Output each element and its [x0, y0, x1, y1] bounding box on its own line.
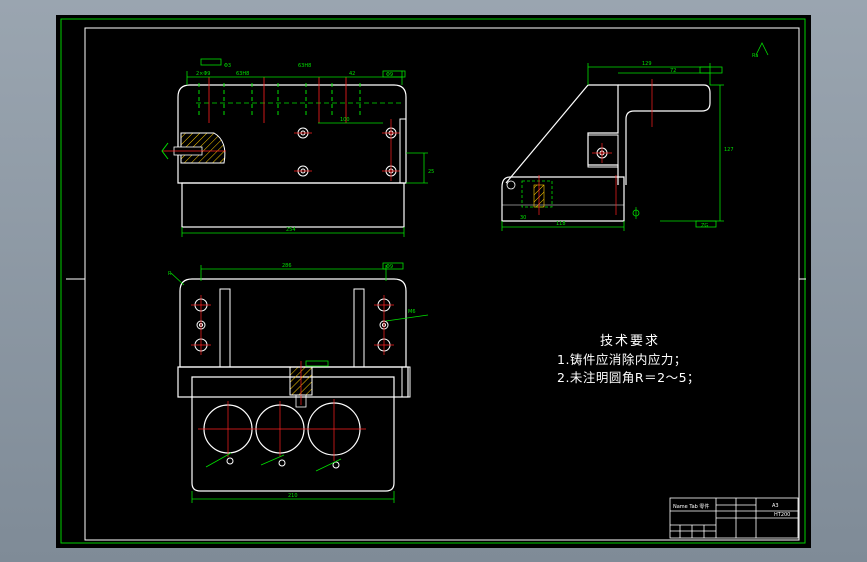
surface-roughness-label: Ra — [752, 53, 758, 59]
front-dim-lines — [181, 58, 428, 237]
front-holes — [294, 119, 400, 181]
notes-line-1: 1.铸件应消除内应力； — [557, 352, 687, 367]
front-dim-label-1: 2×Φ9 — [196, 71, 211, 77]
front-dim-label-7: 100 — [340, 117, 350, 123]
side-rib — [505, 84, 619, 185]
outer-border — [60, 18, 806, 544]
side-dim-label-6: ZG — [701, 223, 708, 229]
notes-title: 技术要求 — [600, 334, 661, 349]
front-view: 2×Φ9 Φ3 63H8 63H8 42 Φ9 100 25 254 — [161, 58, 434, 237]
drawing-frame — [84, 27, 800, 541]
front-body — [177, 84, 407, 184]
drawing-canvas[interactable]: 2×Φ9 Φ3 63H8 63H8 42 Φ9 100 25 254 — [56, 15, 811, 548]
drawing-sheet: 2×Φ9 Φ3 63H8 63H8 42 Φ9 100 25 254 — [60, 18, 806, 544]
title-block-material: HT200 — [774, 512, 790, 518]
front-dim-label-2: Φ3 — [224, 63, 231, 69]
top-body — [179, 278, 407, 368]
front-slots — [198, 77, 361, 123]
front-dim-label-9: 254 — [286, 227, 296, 233]
side-dim-lines — [501, 42, 769, 231]
top-view: 286 Φ9 R 210 M6 — [168, 262, 429, 503]
top-bores — [198, 399, 366, 469]
side-dim-label-4: 118 — [556, 221, 566, 227]
title-block — [669, 497, 799, 539]
side-dim-label-5: 30 — [520, 215, 526, 221]
top-dim-lines — [170, 262, 429, 503]
top-dim-label-5: M6 — [408, 309, 416, 315]
title-block-name: Name Tab 零件 — [673, 503, 709, 510]
side-arm — [618, 84, 711, 185]
side-dim-label-1: 129 — [642, 61, 652, 67]
front-base — [181, 182, 405, 228]
top-holes — [191, 295, 394, 355]
side-view: 129 72 127 118 30 ZG Ra — [501, 42, 769, 231]
side-dim-label-3: 127 — [724, 147, 734, 153]
technical-notes: 技术要求 1.铸件应消除内应力； 2.未注明圆角R＝2～5； — [557, 333, 757, 387]
side-dim-label-2: 72 — [670, 68, 676, 74]
front-dim-label-8: 25 — [428, 169, 434, 175]
front-dim-label-3: 63H8 — [236, 71, 249, 77]
top-dim-label-3: R — [168, 271, 172, 277]
title-block-scale: A3 — [772, 503, 779, 509]
front-dim-label-6: Φ9 — [386, 72, 393, 78]
front-section-hatch — [180, 132, 226, 164]
front-dim-label-5: 42 — [349, 71, 355, 77]
top-cradle — [191, 376, 395, 492]
front-dim-label-4: 63H8 — [298, 63, 311, 69]
top-dim-label-4: 210 — [288, 493, 298, 499]
top-dim-label-2: Φ9 — [386, 264, 393, 270]
notes-line-2: 2.未注明圆角R＝2～5； — [557, 370, 701, 385]
front-arrow-icon — [161, 142, 169, 160]
side-base — [501, 176, 625, 222]
top-dim-label-1: 286 — [282, 263, 292, 269]
